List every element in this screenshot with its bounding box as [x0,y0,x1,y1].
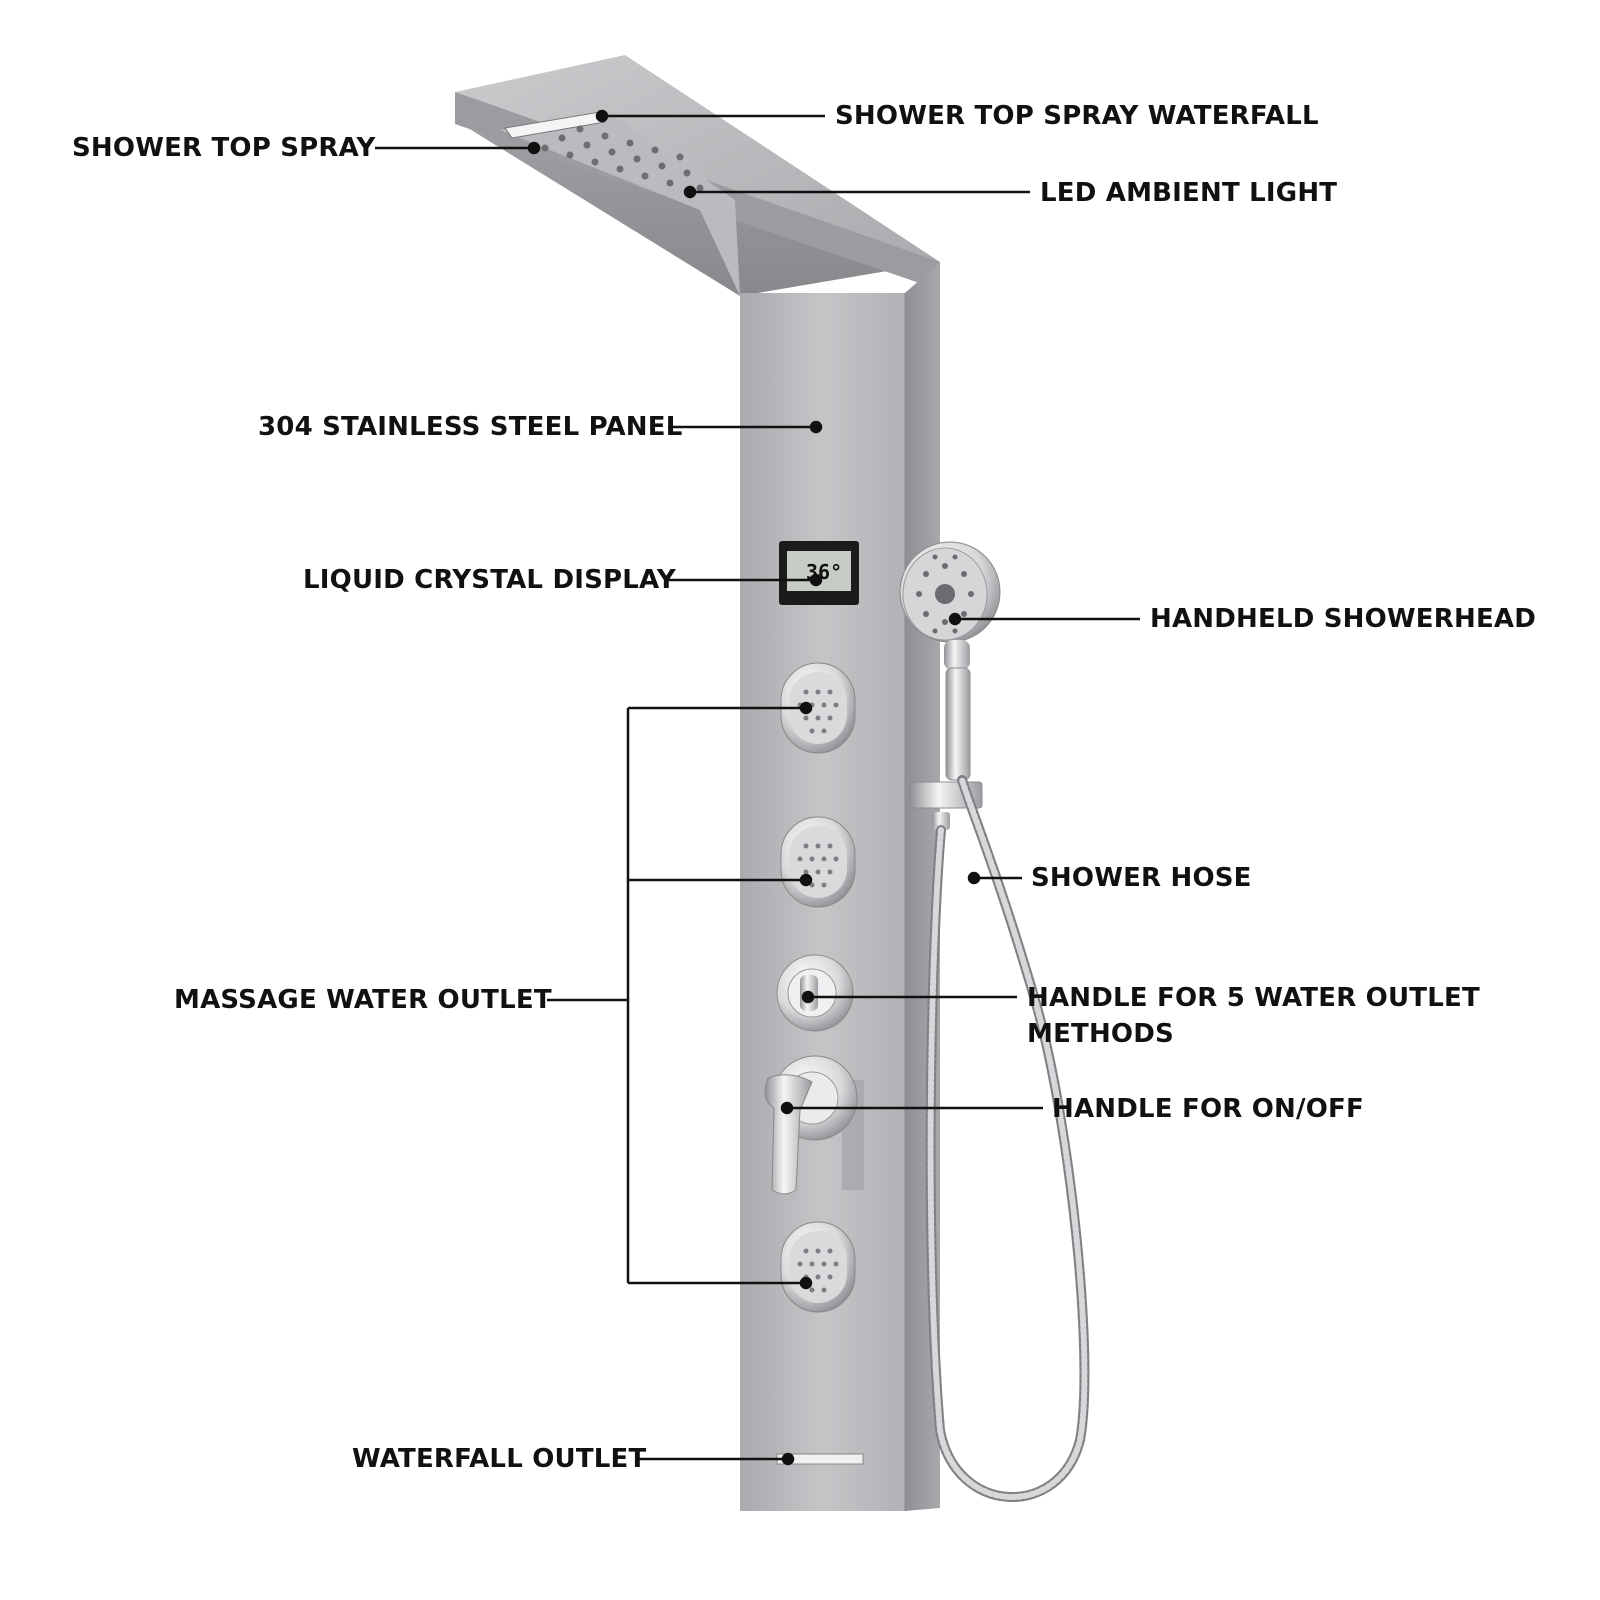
label-shower-hose: SHOWER HOSE [1031,863,1252,893]
label-led-ambient-light: LED AMBIENT LIGHT [1040,178,1338,208]
label-handle-on-off: HANDLE FOR ON/OFF [1052,1094,1364,1124]
label-liquid-crystal-display: LIQUID CRYSTAL DISPLAY [303,565,676,595]
massage-jet-3 [780,1221,856,1313]
diverter-handle [776,954,854,1032]
label-shower-top-spray: SHOWER TOP SPRAY [72,133,376,163]
waterfall-slot [504,111,606,139]
handheld-showerhead [899,541,1001,643]
label-handle-5-water-outlet-methods: HANDLE FOR 5 WATER OUTLET METHODS [1027,983,1480,1049]
on-off-handle [764,1055,864,1195]
massage-jet-holes [797,689,839,1293]
label-shower-top-spray-waterfall: SHOWER TOP SPRAY WATERFALL [835,101,1319,131]
callout-lines [375,109,1140,1466]
label-massage-water-outlet: MASSAGE WATER OUTLET [174,985,552,1015]
shower-hose [925,775,1090,1502]
label-stainless-steel-panel: 304 STAINLESS STEEL PANEL [258,412,683,442]
top-spray-nozzles [541,125,704,192]
handheld-grip [944,640,971,781]
label-handheld-showerhead: HANDHELD SHOWERHEAD [1150,604,1537,634]
shower-top-head [455,55,940,296]
liquid-crystal-display: 36° [779,541,859,605]
massage-jet-2 [780,816,856,908]
massage-jet-1 [780,662,856,754]
label-waterfall-outlet: WATERFALL OUTLET [352,1444,647,1474]
